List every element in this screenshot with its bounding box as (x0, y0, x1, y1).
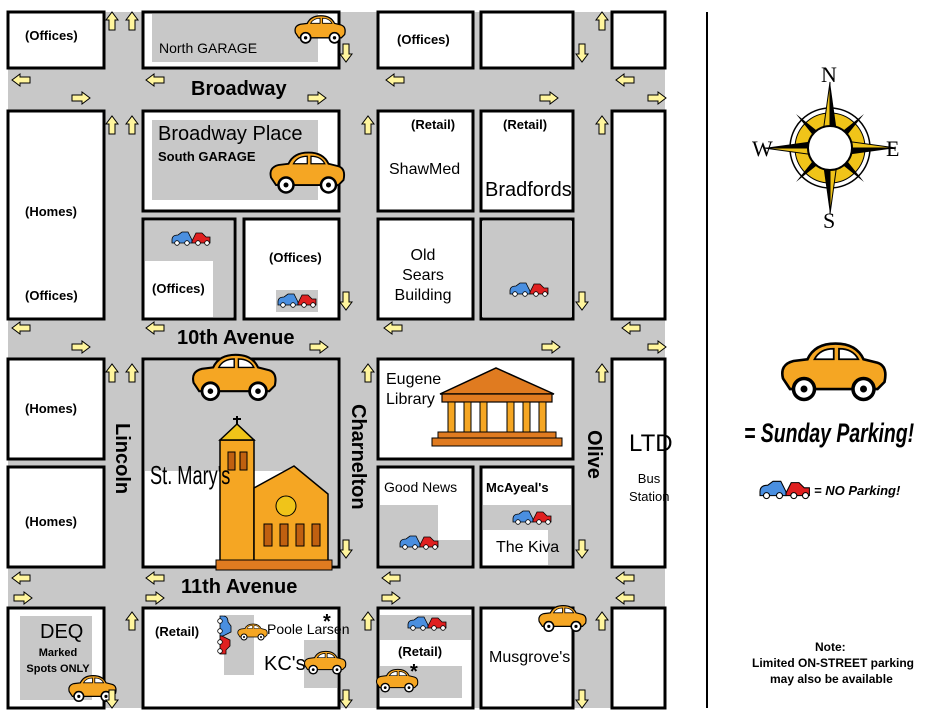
label-broadway-place: Broadway Place (158, 123, 303, 145)
label-bus-station: Bus Station (629, 471, 670, 504)
street-10th-avenue: 10th Avenue (177, 327, 295, 349)
library-icon (431, 367, 563, 447)
label-deq: DEQ (40, 621, 84, 643)
label-retail-2: (Retail) (503, 117, 548, 132)
label-retail-bottom-2: (Retail) (398, 644, 443, 659)
label-good-news: Good News (384, 479, 458, 495)
compass-east: E (886, 136, 900, 161)
label-shawmed: ShawMed (389, 161, 461, 178)
label-ltd: LTD (629, 430, 673, 457)
label-offices-top-left: (Offices) (25, 28, 78, 43)
street-olive: Olive (583, 430, 605, 479)
compass-north: N (821, 62, 837, 87)
label-bradfords: Bradfords (485, 179, 572, 201)
label-poole-larsen: Poole Larsen (267, 621, 350, 637)
street-broadway: Broadway (191, 78, 287, 100)
label-retail-1: (Retail) (411, 117, 456, 132)
label-homes-1: (Homes) (25, 204, 78, 219)
north-garage-white (479, 10, 575, 70)
label-kcs: KC's (264, 653, 306, 675)
compass-south: S (823, 208, 836, 233)
label-musgroves: Musgrove's (489, 649, 571, 666)
label-offices-mid-1: (Offices) (269, 250, 322, 265)
label-offices-mid-2: (Offices) (152, 281, 205, 296)
legend-sunday-parking: = Sunday Parking! (744, 418, 915, 448)
note-title: Note: (815, 640, 846, 654)
label-old-sears: Old Sears Building (394, 247, 452, 304)
label-st-marys: St. Mary's (150, 460, 231, 490)
street-lincoln: Lincoln (111, 423, 133, 495)
label-retail-bottom-1: (Retail) (155, 624, 200, 639)
street-charnelton: Charnelton (347, 404, 369, 510)
label-offices-left-2: (Offices) (25, 288, 78, 303)
label-homes-3: (Homes) (25, 514, 78, 529)
label-deq-note: Marked Spots ONLY (26, 647, 90, 675)
church-icon (215, 416, 333, 571)
label-offices-top-mid: (Offices) (397, 32, 450, 47)
compass-rose (763, 81, 897, 215)
label-north-garage: North GARAGE (159, 40, 258, 56)
label-homes-2: (Homes) (25, 401, 78, 416)
legend-car-icon (780, 341, 888, 402)
legend-no-parking: = NO Parking! (814, 483, 901, 498)
legend-divider (706, 12, 708, 708)
street-11th-avenue: 11th Avenue (181, 576, 298, 598)
label-south-garage: South GARAGE (158, 149, 256, 164)
asterisk-retail-bottom: * (410, 661, 418, 683)
label-the-kiva: The Kiva (496, 539, 560, 556)
legend-tow-icon (759, 480, 810, 500)
label-mcayeals: McAyeal's (486, 480, 549, 495)
note-line-1: Limited ON-STREET parking (752, 656, 915, 670)
asterisk-poole-larsen: * (323, 611, 331, 633)
compass-west: W (752, 136, 773, 161)
note-line-2: may also be available (770, 672, 893, 686)
label-eugene-library: Eugene Library (386, 371, 442, 408)
